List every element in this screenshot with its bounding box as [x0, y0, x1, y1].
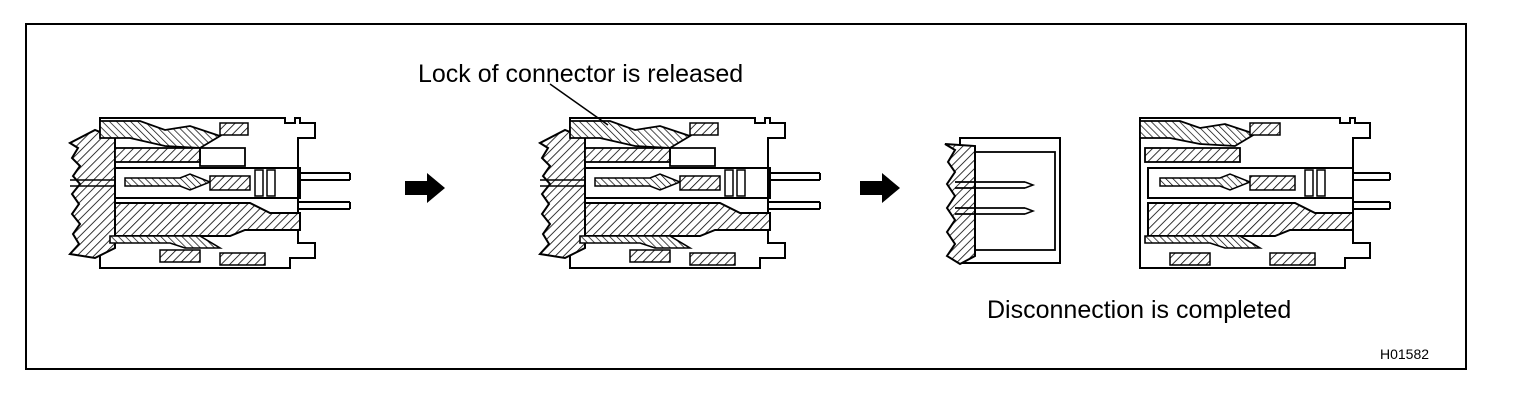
male-half-icon	[944, 137, 1061, 266]
right-arrow-icon	[405, 173, 445, 203]
lock-released-label: Lock of connector is released	[418, 60, 744, 88]
female-half-icon	[1139, 117, 1391, 269]
figure-frame	[25, 23, 1467, 370]
connected-connector-icon	[69, 117, 351, 269]
released-connector-icon	[539, 117, 821, 269]
callout-leader-line	[549, 83, 609, 126]
right-arrow-icon	[860, 173, 900, 203]
figure-code: H01582	[1380, 346, 1430, 362]
disconnection-completed-label: Disconnection is completed	[987, 296, 1292, 324]
